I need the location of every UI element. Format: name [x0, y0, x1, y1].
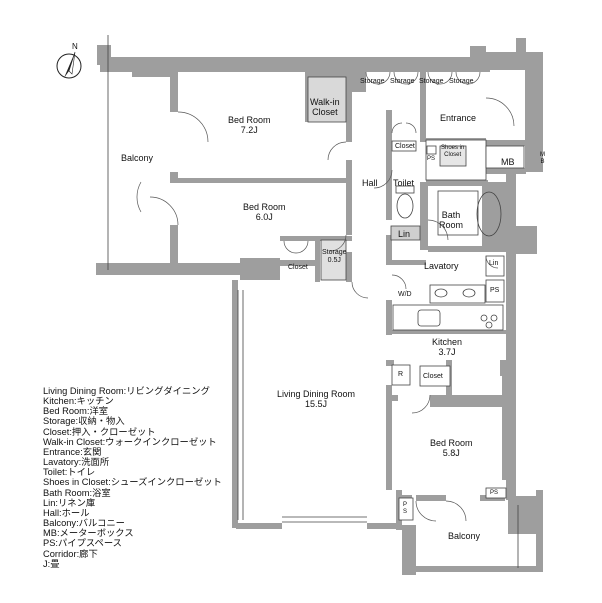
room-size: 15.5J: [305, 399, 328, 409]
room-bedroom-3: Bed Room 5.8J: [430, 438, 473, 458]
room-name: S: [403, 509, 408, 515]
room-linen-b: Lin: [489, 260, 499, 267]
compass-letter: N: [72, 42, 78, 51]
fixtures: [307, 76, 525, 521]
fixture-lines: [107, 35, 519, 568]
legend-item: Lin:リネン庫: [43, 497, 96, 508]
room-name: Walk-in: [310, 97, 340, 107]
compass-icon: [56, 51, 82, 79]
room-storage-a: Storage 0.5J: [322, 249, 347, 265]
legend-item: Living Dining Room:リビングダイニング: [43, 386, 210, 396]
room-name: Living Dining Room: [277, 389, 356, 399]
room-name: Room: [439, 220, 464, 230]
room-ps-b: PS: [490, 287, 500, 294]
room-meter-box: MB: [501, 157, 515, 167]
room-toilet: Toilet: [393, 178, 415, 188]
room-name: Bed Room: [430, 438, 473, 448]
room-size: 5.8J: [442, 448, 460, 458]
room-living-dining: Living Dining Room 15.5J: [277, 389, 355, 409]
room-entrance: Entrance: [440, 113, 477, 123]
room-name: Bath: [441, 210, 461, 220]
legend-item: J:畳: [43, 558, 60, 569]
legend-item: Balcony:バルコニー: [43, 518, 125, 529]
room-name: Bed Room: [243, 202, 286, 212]
room-ps-a: PS: [427, 156, 436, 162]
room-closet-c: Closet: [423, 373, 443, 380]
room-linen-a: Lin: [398, 229, 411, 239]
room-name: Storage: [322, 249, 347, 256]
room-storage-top-2: Storage: [390, 78, 415, 85]
legend-item: Bed Room:洋室: [43, 406, 109, 417]
legend-item: Storage:収納・物入: [43, 416, 125, 427]
room-name: P: [403, 502, 408, 508]
room-closet-b: Closet: [395, 143, 415, 150]
room-ps-c: PS: [490, 490, 499, 496]
room-refrigerator: R: [398, 371, 404, 378]
room-name: Bed Room: [228, 115, 271, 125]
room-size: 7.2J: [240, 125, 258, 135]
legend-item: Bath Room:浴室: [43, 487, 111, 498]
legend-item: Closet:押入・クローゼット: [43, 426, 156, 437]
room-bath: Bath Room: [439, 210, 463, 230]
room-ps-d: P S: [403, 502, 407, 516]
room-hall: Hall: [362, 178, 378, 188]
legend-item: Hall:ホール: [43, 507, 90, 518]
room-size: 3.7J: [438, 347, 456, 357]
legend: Living Dining Room:リビングダイニング Kitchen:キッチ…: [43, 386, 222, 569]
room-balcony-south: Balcony: [448, 531, 481, 541]
room-storage-top-1: Storage: [360, 78, 385, 85]
room-bedroom-1: Bed Room 7.2J: [228, 115, 271, 135]
legend-item: Entrance:玄関: [43, 446, 102, 457]
room-closet-a: Closet: [288, 264, 308, 271]
room-lavatory: Lavatory: [424, 261, 459, 271]
room-bedroom-2: Bed Room 6.0J: [243, 202, 286, 222]
room-walkin-closet: Walk-in Closet: [310, 97, 340, 117]
room-shoes-closet: Shoes in Closet: [441, 145, 464, 159]
room-name: Kitchen: [432, 337, 463, 347]
room-name: M: [540, 152, 545, 158]
room-washer-dryer: W/D: [398, 291, 412, 298]
room-name: Shoes in: [441, 145, 465, 151]
room-size: 0.5J: [327, 257, 341, 264]
room-meter-box-side: M B: [540, 152, 545, 166]
legend-item: Toilet:トイレ: [43, 467, 96, 478]
room-name: B: [540, 159, 545, 165]
door-swings: [136, 71, 515, 522]
room-name: Closet: [312, 107, 338, 117]
legend-item: Kitchen:キッチン: [43, 396, 114, 407]
legend-item: Corridor:廊下: [43, 548, 98, 559]
legend-item: Shoes in Closet:シューズインクローゼット: [43, 477, 222, 488]
room-storage-top-3: Storage: [419, 78, 444, 85]
legend-item: Lavatory:洗面所: [43, 457, 110, 468]
room-size: 6.0J: [255, 212, 273, 222]
room-name: Closet: [444, 152, 462, 158]
legend-item: MB:メーターボックス: [43, 528, 134, 539]
room-storage-top-4: Storage: [449, 78, 474, 85]
legend-item: PS:パイプスペース: [43, 538, 122, 549]
legend-item: Walk-in Closet:ウォークインクローゼット: [43, 436, 217, 447]
room-kitchen: Kitchen 3.7J: [432, 337, 462, 357]
room-balcony-west: Balcony: [121, 153, 154, 163]
